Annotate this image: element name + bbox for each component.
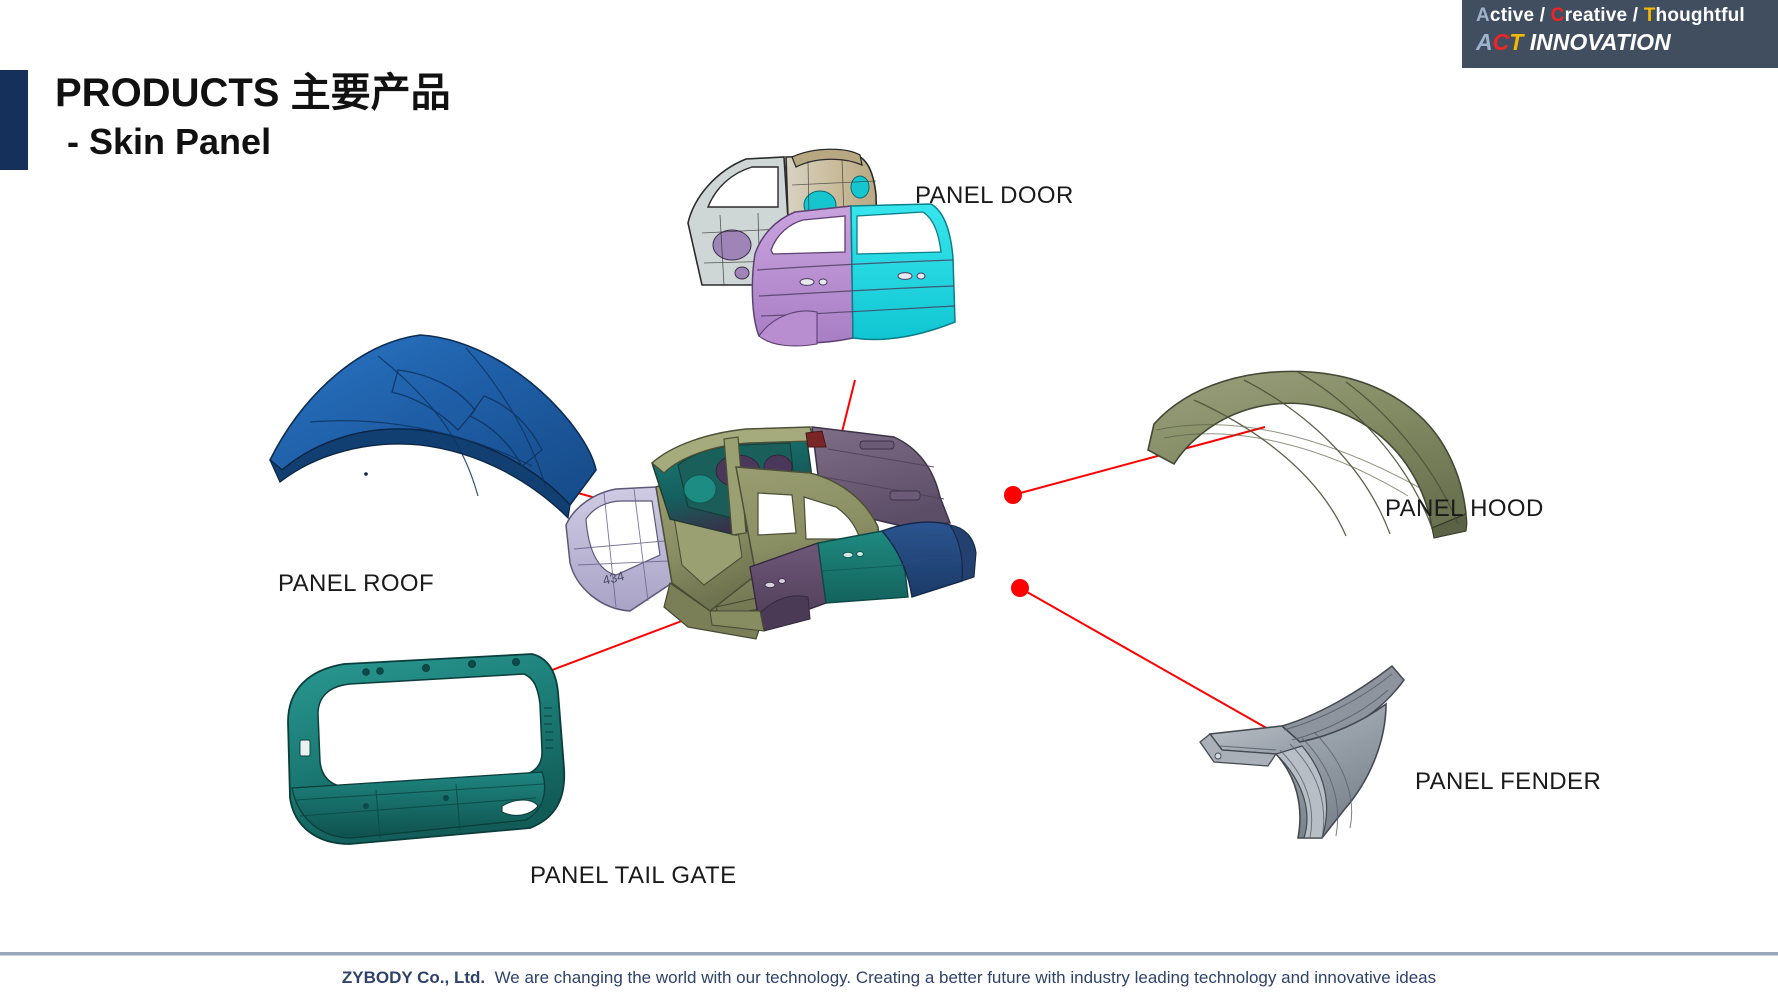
body-rear-marking: 434 [601,568,626,588]
logo-brand: ACT INNOVATION [1462,28,1778,56]
label-panel-tail-gate: PANEL TAIL GATE [530,862,737,889]
callout-dot-fender [1011,579,1029,597]
logo-brand-innovation: INNOVATION [1523,29,1671,55]
title-accent-bar [0,70,28,170]
logo-tagline-a: A [1476,5,1490,26]
logo-tagline-reative: reative / [1564,5,1644,26]
footer-divider [0,952,1778,955]
footer-divider-thin [0,955,1778,956]
page-title: PRODUCTS 主要产品 - Skin Panel [55,68,955,166]
logo-tagline-ctive: ctive / [1489,5,1551,26]
logo-tagline-houghtful: houghtful [1655,5,1745,26]
logo-brand-a: A [1476,29,1493,55]
logo-brand-c: C [1492,29,1510,55]
logo-brand-t: T [1509,29,1524,55]
panel-door-3d [745,196,960,356]
label-panel-roof: PANEL ROOF [278,570,435,597]
logo-tagline-t: T [1643,5,1656,26]
title-main: PRODUCTS 主要产品 [55,71,451,115]
callout-dot-hood [1004,486,1022,504]
panel-roof-3d [269,330,600,540]
logo-tagline: Active / Creative / Thoughtful [1462,4,1778,28]
label-panel-fender: PANEL FENDER [1415,768,1602,795]
logo-tagline-c: C [1550,5,1565,26]
label-panel-hood: PANEL HOOD [1385,495,1544,522]
act-innovation-logo: Active / Creative / Thoughtful ACT INNOV… [1462,0,1778,68]
title-sub: - Skin Panel [67,121,272,162]
car-body-3d: 434 [560,415,980,645]
footer-tagline: We are changing the world with our techn… [494,968,1437,987]
panel-tail-gate-3d [280,648,580,848]
footer: ZYBODY Co., Ltd. We are changing the wor… [0,968,1778,988]
panel-fender-3d [1180,638,1410,848]
footer-company: ZYBODY Co., Ltd. [341,968,486,987]
label-panel-door: PANEL DOOR [915,182,1074,209]
panel-hood-3d [1140,368,1470,539]
